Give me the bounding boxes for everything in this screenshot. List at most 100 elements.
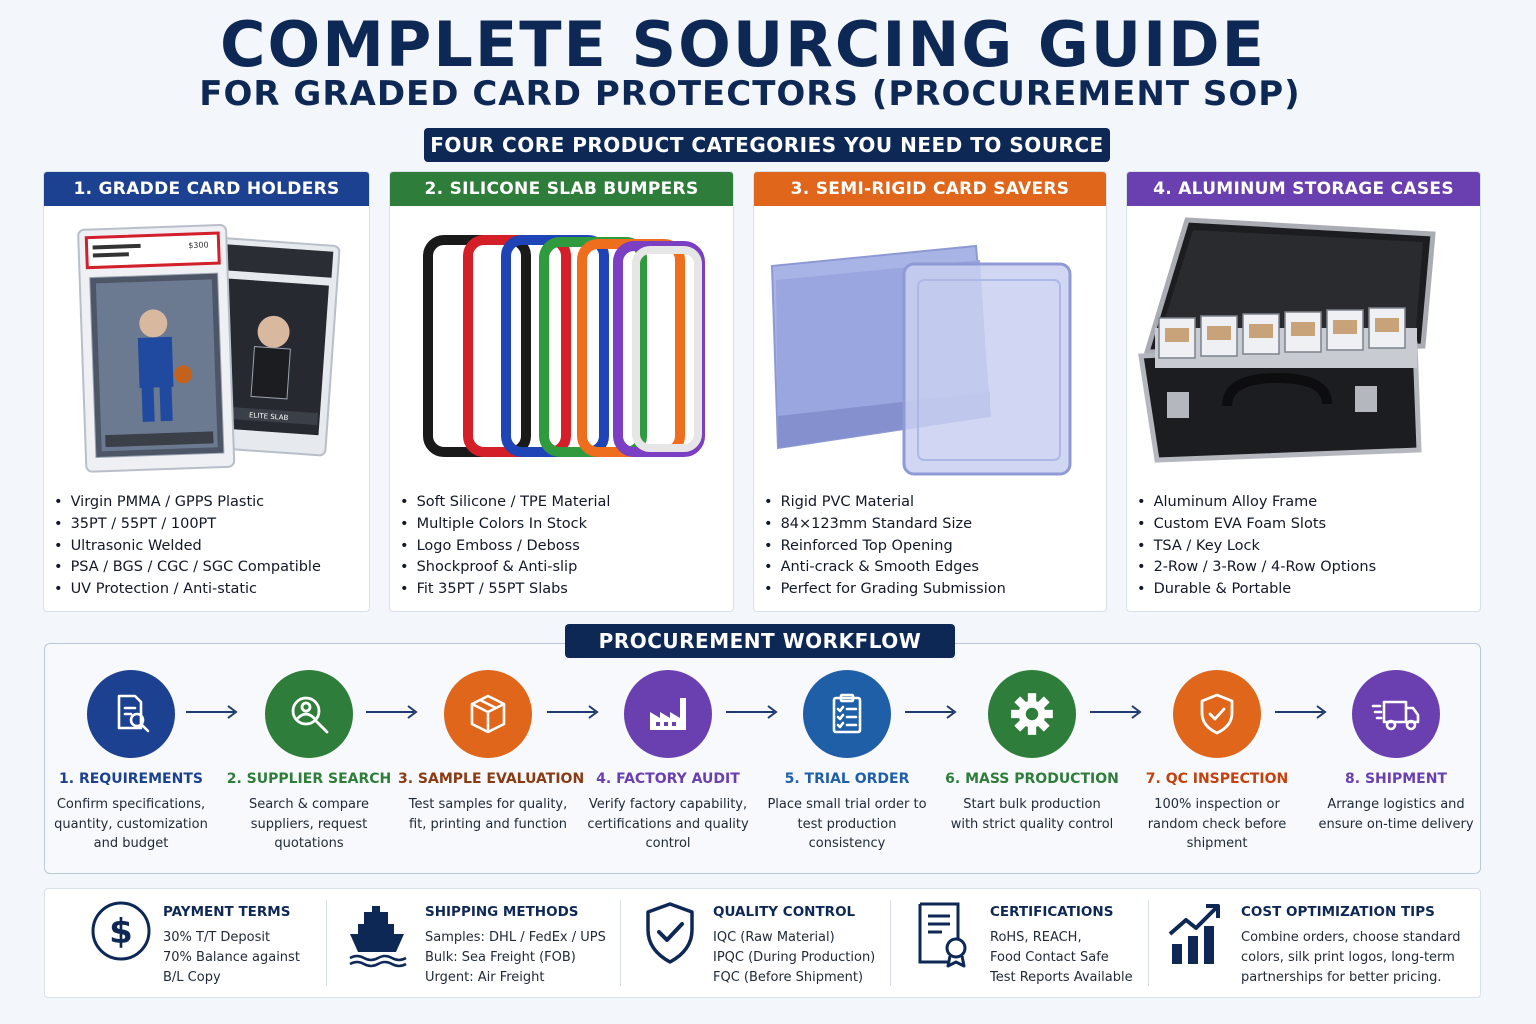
- divider: [890, 900, 891, 986]
- certificate-icon: [918, 902, 967, 968]
- info-title: COST OPTIMIZATION TIPS: [1241, 904, 1435, 920]
- workflow-step-sample-evaluation: 3. SAMPLE EVALUATION Test samples for qu…: [398, 670, 585, 834]
- workflow-banner: PROCUREMENT WORKFLOW: [565, 624, 955, 658]
- arrow-right-icon: [1275, 705, 1327, 719]
- step-title: 3. SAMPLE EVALUATION: [398, 771, 585, 787]
- step-title: 7. QC INSPECTION: [1145, 771, 1289, 787]
- category-title: 4. ALUMINUM STORAGE CASES: [1127, 172, 1480, 206]
- step-title: 5. TRIAL ORDER: [784, 771, 910, 787]
- user-search-icon: [265, 670, 353, 758]
- slab-features: Virgin PMMA / GPPS Plastic 35PT / 55PT /…: [54, 492, 321, 601]
- arrow-right-icon: [366, 705, 418, 719]
- step-title: 8. SHIPMENT: [1345, 771, 1447, 787]
- bumper-features: Soft Silicone / TPE Material Multiple Co…: [400, 492, 611, 601]
- feature-item: TSA / Key Lock: [1137, 536, 1376, 558]
- feature-item: PSA / BGS / CGC / SGC Compatible: [54, 557, 321, 579]
- info-title: CERTIFICATIONS: [990, 904, 1114, 920]
- step-desc: Search & compare suppliers, request quot…: [248, 797, 370, 851]
- step-desc: Arrange logistics and ensure on-time del…: [1318, 797, 1474, 832]
- gear-icon: [988, 670, 1076, 758]
- category-title: 1. GRADDE CARD HOLDERS (SLABS): [44, 172, 369, 233]
- dollar-icon: $: [91, 901, 151, 961]
- category-card-slabs: 1. GRADDE CARD HOLDERS (SLABS) ELITE SLA…: [43, 171, 370, 612]
- clipboard-icon: [803, 670, 891, 758]
- truck-icon: [1352, 670, 1440, 758]
- card-savers-image: [754, 216, 1106, 496]
- feature-item: Logo Emboss / Deboss: [400, 536, 610, 558]
- document-search-icon: [87, 670, 175, 758]
- feature-item: 2-Row / 3-Row / 4-Row Options: [1137, 557, 1377, 579]
- factory-icon: [624, 670, 712, 758]
- page-title: COMPLETE SOURCING GUIDE: [220, 8, 1266, 81]
- shield-check-icon: [646, 902, 694, 964]
- feature-item: Fit 35PT / 55PT Slabs: [400, 579, 610, 601]
- arrow-right-icon: [547, 705, 599, 719]
- feature-item: Soft Silicone / TPE Material: [400, 492, 611, 514]
- workflow-step-shipment: 8. SHIPMENT Arrange logistics and ensure…: [1306, 670, 1486, 834]
- step-desc: Start bulk production with strict qualit…: [950, 797, 1114, 832]
- page-subtitle: FOR GRADED CARD PROTECTORS (PROCUREMENT …: [199, 74, 1301, 114]
- chart-up-icon: [1168, 904, 1220, 964]
- workflow-step-qc-inspection: 7. QC INSPECTION 100% inspection or rand…: [1127, 670, 1307, 854]
- feature-item: Custom EVA Foam Slots: [1137, 514, 1376, 536]
- category-title: 2. SILICONE SLAB BUMPERS: [390, 172, 733, 206]
- arrow-right-icon: [1090, 705, 1142, 719]
- feature-item: Rigid PVC Material: [764, 492, 1006, 514]
- workflow-step-supplier-search: 2. SUPPLIER SEARCH Search & compare supp…: [219, 670, 399, 854]
- step-title: 1. REQUIREMENTS: [59, 771, 203, 787]
- feature-item: Virgin PMMA / GPPS Plastic: [54, 492, 321, 514]
- step-title: 2. SUPPLIER SEARCH: [226, 771, 392, 787]
- step-title: 4. FACTORY AUDIT: [596, 771, 740, 787]
- shield-check-icon: [1173, 670, 1261, 758]
- card-saver-features: Rigid PVC Material 84×123mm Standard Siz…: [764, 492, 1006, 601]
- bumpers-image: [390, 216, 733, 496]
- arrow-right-icon: [726, 705, 778, 719]
- step-desc: Test samples for quality, fit, printing …: [408, 797, 568, 832]
- category-card-bumpers: 2. SILICONE SLAB BUMPERS Soft Silicone /…: [389, 171, 734, 612]
- feature-item: Reinforced Top Opening: [764, 536, 1006, 558]
- core-categories-banner: FOUR CORE PRODUCT CATEGORIES YOU NEED TO…: [424, 128, 1110, 162]
- back-card-text: ELITE SLAB: [249, 411, 289, 422]
- svg-text:$: $: [109, 912, 133, 952]
- category-card-storage-cases: 4. ALUMINUM STORAGE CASES: [1126, 171, 1481, 612]
- workflow-step-trial-order: 5. TRIAL ORDER Place small trial order t…: [757, 670, 937, 854]
- feature-item: 84×123mm Standard Size: [764, 514, 1006, 536]
- step-desc: Verify factory capability, certification…: [587, 797, 749, 851]
- info-title: QUALITY CONTROL: [713, 904, 856, 920]
- divider: [326, 900, 327, 986]
- slab-image: ELITE SLAB $300: [44, 216, 369, 496]
- feature-item: Shockproof & Anti-slip: [400, 557, 610, 579]
- info-bar: [44, 888, 1481, 998]
- workflow-step-requirements: 1. REQUIREMENTS Confirm specifications, …: [41, 670, 221, 854]
- feature-item: Multiple Colors In Stock: [400, 514, 610, 536]
- step-desc: Place small trial order to test producti…: [767, 797, 927, 851]
- info-text: IQC (Raw Material)IPQC (During Productio…: [713, 930, 876, 985]
- step-desc: Confirm specifications, quantity, custom…: [54, 797, 208, 851]
- feature-item: Ultrasonic Welded: [54, 536, 321, 558]
- divider: [1148, 900, 1149, 986]
- front-score: $300: [188, 240, 209, 250]
- workflow-step-mass-production: 6. MASS PRODUCTION Start bulk production…: [942, 670, 1122, 834]
- feature-item: Anti-crack & Smooth Edges: [764, 557, 1006, 579]
- step-desc: 100% inspection or random check before s…: [1147, 797, 1287, 851]
- arrow-right-icon: [905, 705, 957, 719]
- feature-item: Durable & Portable: [1137, 579, 1376, 601]
- category-title: 3. SEMI-RIGID CARD SAVERS: [754, 172, 1106, 206]
- feature-item: Aluminum Alloy Frame: [1137, 492, 1376, 514]
- info-title: PAYMENT TERMS: [163, 904, 291, 920]
- feature-item: 35PT / 55PT / 100PT: [54, 514, 321, 536]
- step-title: 6. MASS PRODUCTION: [945, 771, 1119, 787]
- divider: [620, 900, 621, 986]
- feature-item: Perfect for Grading Submission: [764, 579, 1006, 601]
- storage-case-image: [1127, 216, 1480, 496]
- info-title: SHIPPING METHODS: [425, 904, 579, 920]
- ship-icon: [349, 906, 407, 968]
- workflow-step-factory-audit: 4. FACTORY AUDIT Verify factory capabili…: [578, 670, 758, 854]
- feature-item: UV Protection / Anti-static: [54, 579, 321, 601]
- box-icon: [444, 670, 532, 758]
- category-card-card-savers: 3. SEMI-RIGID CARD SAVERS Rigid PVC Mate…: [753, 171, 1107, 612]
